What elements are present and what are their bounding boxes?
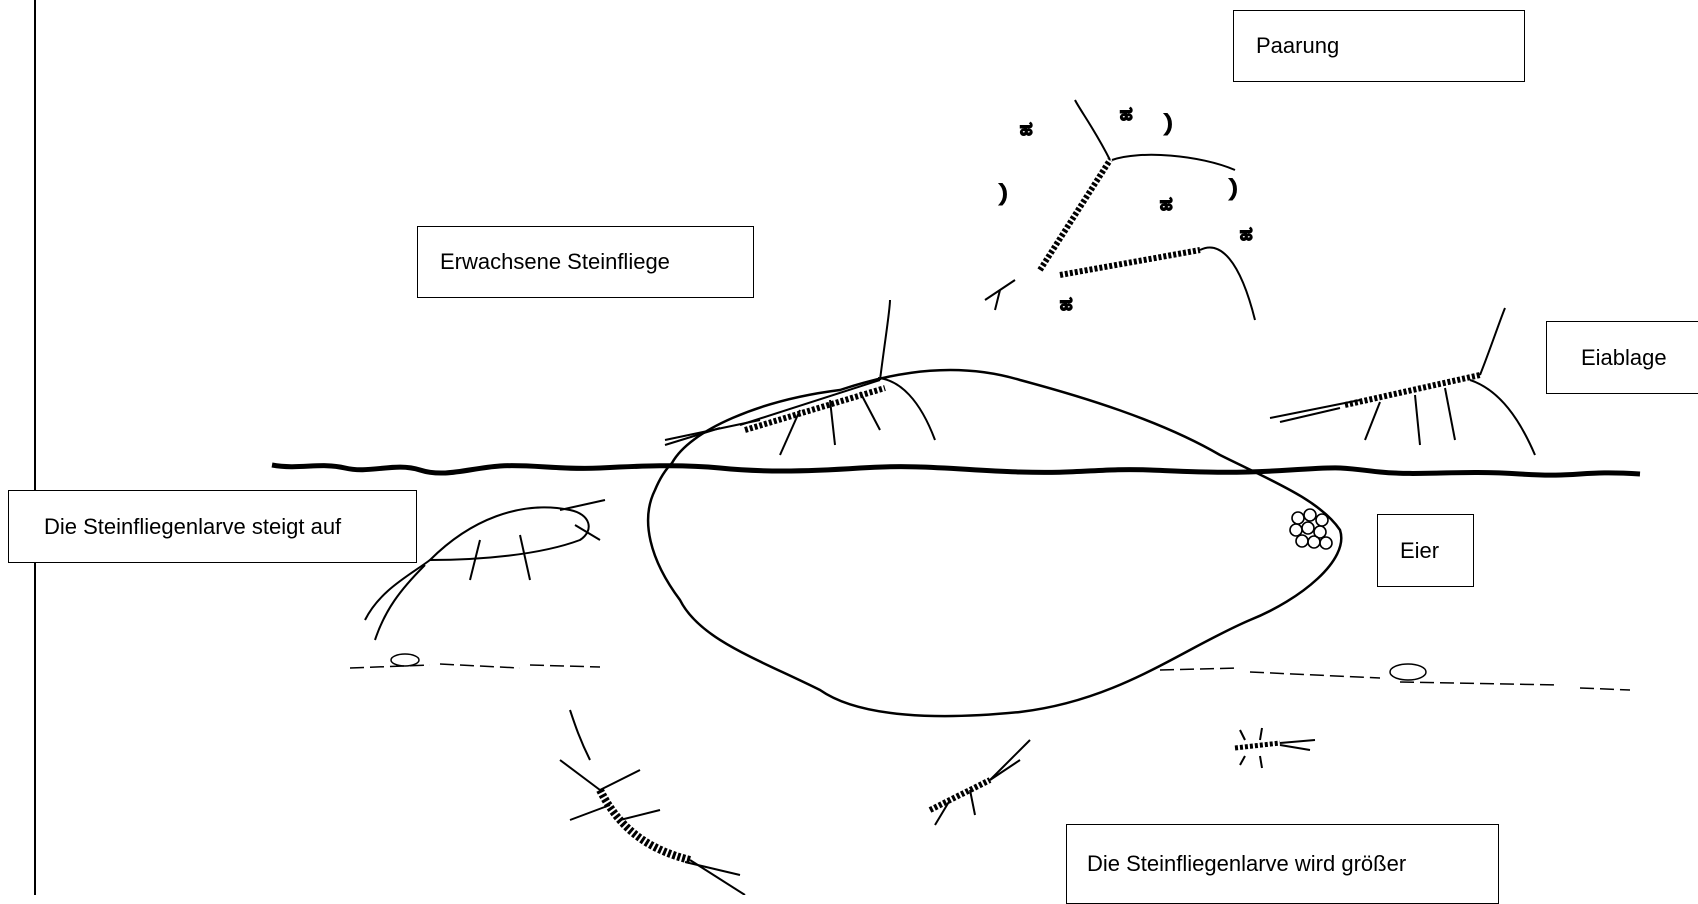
label-adult-stonefly-text: Erwachsene Steinfliege: [440, 249, 670, 275]
mating-stoneflies: ಹ ಹ ಹ ಹ ಹ ) ) ): [985, 100, 1255, 320]
label-nymph-rising-text: Die Steinfliegenlarve steigt auf: [44, 514, 341, 540]
label-mating-text: Paarung: [1256, 33, 1339, 59]
label-adult-stonefly: Erwachsene Steinfliege: [417, 226, 754, 298]
label-egg-laying: Eiablage: [1546, 321, 1698, 394]
label-eggs: Eier: [1377, 514, 1474, 587]
label-nymph-growing: Die Steinfliegenlarve wird größer: [1066, 824, 1499, 904]
egg-laying-stonefly: [1270, 308, 1535, 455]
pebble: [1390, 664, 1426, 680]
growing-nymph-small: [1235, 728, 1315, 768]
svg-text:ಹ: ಹ: [1020, 119, 1032, 139]
label-eggs-text: Eier: [1400, 538, 1439, 564]
growing-nymph-large: [560, 710, 745, 895]
svg-text:): ): [1165, 110, 1172, 135]
growing-nymph-medium: [930, 740, 1030, 825]
svg-text:ಹ: ಹ: [1160, 194, 1172, 214]
svg-text:): ): [1230, 175, 1237, 200]
adult-stonefly-on-rock: [665, 300, 935, 455]
svg-text:ಹ: ಹ: [1240, 224, 1252, 244]
label-nymph-rising: Die Steinfliegenlarve steigt auf: [8, 490, 417, 563]
stream-bed: [350, 664, 1630, 690]
svg-text:ಹ: ಹ: [1120, 104, 1132, 124]
svg-text:): ): [1000, 180, 1007, 205]
svg-text:ಹ: ಹ: [1060, 294, 1072, 314]
water-surface: [272, 465, 1640, 475]
label-mating: Paarung: [1233, 10, 1525, 82]
pebble: [391, 654, 419, 666]
egg-cluster: [1290, 509, 1332, 549]
label-nymph-growing-text: Die Steinfliegenlarve wird größer: [1087, 851, 1406, 877]
label-egg-laying-text: Eiablage: [1581, 345, 1667, 371]
